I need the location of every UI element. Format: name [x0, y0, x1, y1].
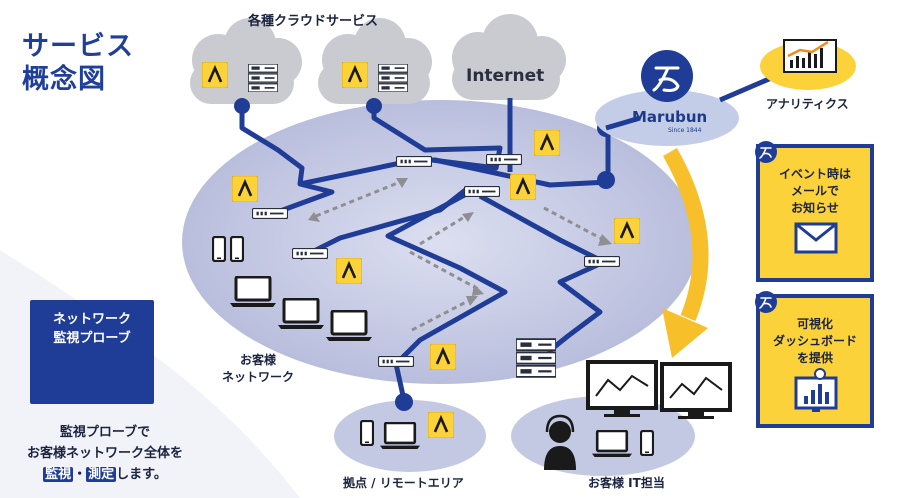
switch-icon	[292, 248, 328, 259]
description-line: 監視・測定します。	[10, 464, 200, 485]
probe-icon	[232, 176, 258, 202]
probe-icon	[430, 344, 456, 370]
dashboard-text: 可視化 ダッシュボード を提供	[756, 316, 874, 367]
dashboard-line: 可視化	[796, 317, 833, 331]
event-mail-box	[756, 144, 874, 282]
separator: ・	[73, 467, 87, 482]
switch-icon	[378, 356, 414, 367]
description: 監視プローブで お客様ネットワーク全体を 監視・測定します。	[10, 422, 200, 485]
smartphone-icon	[640, 430, 654, 456]
switch-icon	[584, 256, 620, 267]
internet-label: Internet	[466, 66, 545, 86]
marubun-since: Since 1844	[668, 127, 702, 134]
arrow-heads	[308, 178, 612, 306]
probe-icon	[202, 62, 228, 88]
marubun-area	[595, 90, 739, 146]
analytics-label: アナリティクス	[766, 97, 849, 111]
event-line: メールで	[790, 184, 839, 198]
description-line: 監視プローブで	[59, 425, 151, 440]
title-line: 概念図	[22, 64, 106, 95]
probe-legend-line: ネットワーク	[52, 312, 131, 327]
traffic-arrows	[315, 180, 605, 332]
highlight-monitor: 監視	[43, 467, 74, 482]
marubun-name: Marubun	[632, 108, 708, 126]
title-line: サービス	[22, 31, 134, 62]
dashboard-box	[756, 294, 874, 428]
switch-icon	[486, 154, 522, 165]
monitor-chart-icon	[586, 360, 658, 417]
dashboard-line: を提供	[796, 351, 833, 365]
page-title: サービス 概念図	[22, 30, 142, 96]
server-icon	[378, 64, 408, 92]
probe-icon	[428, 412, 454, 438]
probe-icon	[336, 258, 362, 284]
dashboard-line: ダッシュボード	[772, 334, 857, 348]
server-icon	[516, 338, 556, 378]
server-icon	[248, 64, 278, 92]
smartphone-icon	[212, 236, 226, 262]
switch-icon	[464, 186, 500, 197]
probe-legend-line: 監視プローブ	[53, 331, 131, 346]
monitor-chart-icon	[660, 362, 732, 419]
it-staff-label: お客様 IT担当	[588, 476, 665, 490]
smartphone-icon	[360, 420, 374, 446]
remote-site-label: 拠点 / リモートエリア	[343, 476, 464, 490]
marubun-logo-icon	[641, 50, 693, 102]
cloud-services-label: 各種クラウドサービス	[248, 14, 379, 29]
cloud-icon	[190, 18, 302, 104]
description-line: お客様ネットワーク全体を	[26, 446, 183, 461]
event-line: お知らせ	[791, 201, 839, 215]
description-tail: します。	[116, 467, 167, 482]
probe-icon	[342, 62, 368, 88]
smartphone-icon	[230, 236, 244, 262]
switch-icon	[396, 156, 432, 167]
customer-network-label: お客様 ネットワーク	[222, 352, 294, 386]
highlight-measure: 測定	[86, 467, 117, 482]
report-arrow-head	[662, 308, 708, 358]
probe-legend-box	[30, 300, 154, 404]
headset-person-icon	[544, 414, 576, 470]
switch-icon	[252, 208, 288, 219]
probe-icon	[614, 218, 640, 244]
event-mail-text: イベント時は メールで お知らせ	[756, 166, 874, 217]
probe-icon	[510, 174, 536, 200]
label-line: ネットワーク	[222, 370, 295, 384]
probe-icon	[534, 130, 560, 156]
report-arrow	[663, 148, 709, 322]
label-line: お客様	[240, 353, 277, 367]
event-line: イベント時は	[778, 167, 851, 181]
cloud-icon	[452, 14, 566, 100]
analytics-chart-icon	[783, 39, 837, 73]
cloud-icon	[318, 18, 432, 104]
probe-legend-text: ネットワーク 監視プローブ	[30, 310, 154, 348]
